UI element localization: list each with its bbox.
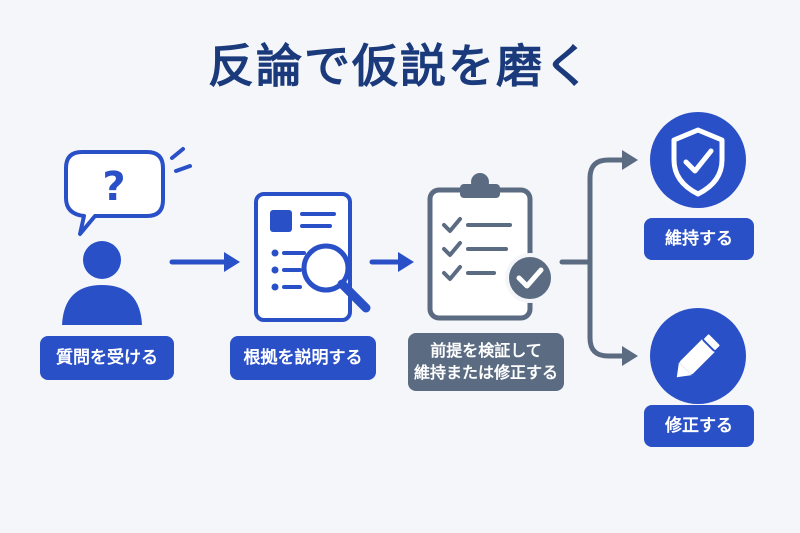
outcome-maintain: 維持する [644, 218, 754, 260]
outcome-label: 修正する [665, 415, 733, 436]
step-label: 質問を受ける [56, 347, 158, 368]
arrow-icon [169, 252, 240, 272]
step-receive-question: 質問を受ける [40, 336, 174, 380]
document-search-icon [254, 192, 371, 322]
step-label-line: 維持または修正する [413, 363, 558, 382]
spark-lines-icon [170, 147, 192, 173]
person-icon [62, 241, 142, 325]
step-explain-evidence: 根拠を説明する [230, 336, 376, 380]
outcome-label: 維持する [665, 228, 733, 249]
arrow-head-icon [622, 150, 638, 170]
svg-text:?: ? [102, 164, 125, 210]
clipboard-checklist-icon [427, 173, 555, 321]
step-label-line: 前提を検証して [430, 341, 542, 361]
diagram-title: 反論で仮説を磨く [208, 39, 592, 93]
arrow-head-icon [622, 346, 638, 366]
outcome-revise: 修正する [644, 405, 754, 447]
branch-connector [559, 157, 627, 359]
step-verify-premise: 前提を検証して 維持または修正する [408, 333, 564, 391]
shield-check-icon [650, 112, 746, 208]
arrow-icon [369, 252, 414, 272]
pencil-icon [650, 308, 746, 404]
speech-bubble-icon: ? [64, 150, 165, 236]
step-label: 根拠を説明する [243, 347, 363, 368]
